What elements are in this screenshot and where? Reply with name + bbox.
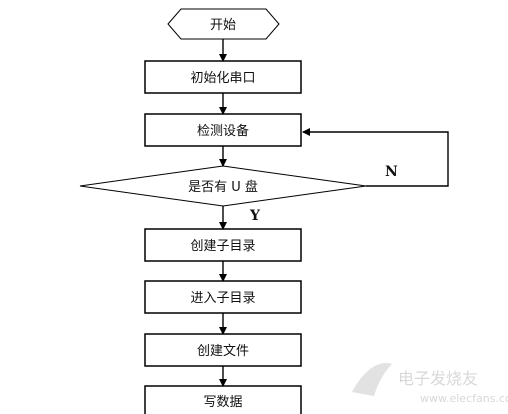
step-create-file-label: 创建文件 <box>197 344 249 359</box>
step-enter-subdir: 进入子目录 <box>144 280 302 314</box>
step-init-serial-label: 初始化串口 <box>190 71 255 86</box>
step-detect-device: 检测设备 <box>144 113 302 147</box>
step-init-serial: 初始化串口 <box>144 60 302 94</box>
decision-u-disk: 是否有 U 盘 <box>79 165 367 207</box>
arrow-no-loop <box>302 128 449 187</box>
step-enter-subdir-label: 进入子目录 <box>190 291 255 306</box>
step-create-subdir: 创建子目录 <box>144 228 302 262</box>
step-create-subdir-label: 创建子目录 <box>190 239 255 254</box>
watermark-title: 电子发烧友 <box>398 369 478 388</box>
start-node: 开始 <box>167 8 280 40</box>
branch-no-label: N <box>385 164 398 180</box>
decision-u-disk-label: 是否有 U 盘 <box>188 179 258 195</box>
watermark: 电子发烧友 www.elecfans.com <box>352 363 508 405</box>
start-label: 开始 <box>210 18 236 33</box>
step-create-file: 创建文件 <box>144 333 302 367</box>
step-write-data-label: 写数据 <box>203 395 242 410</box>
step-detect-device-label: 检测设备 <box>197 123 249 139</box>
watermark-url: www.elecfans.com <box>420 392 508 405</box>
watermark-logo-icon <box>352 363 392 396</box>
step-write-data: 写数据 <box>144 385 302 414</box>
branch-yes-label: Y <box>249 208 261 224</box>
